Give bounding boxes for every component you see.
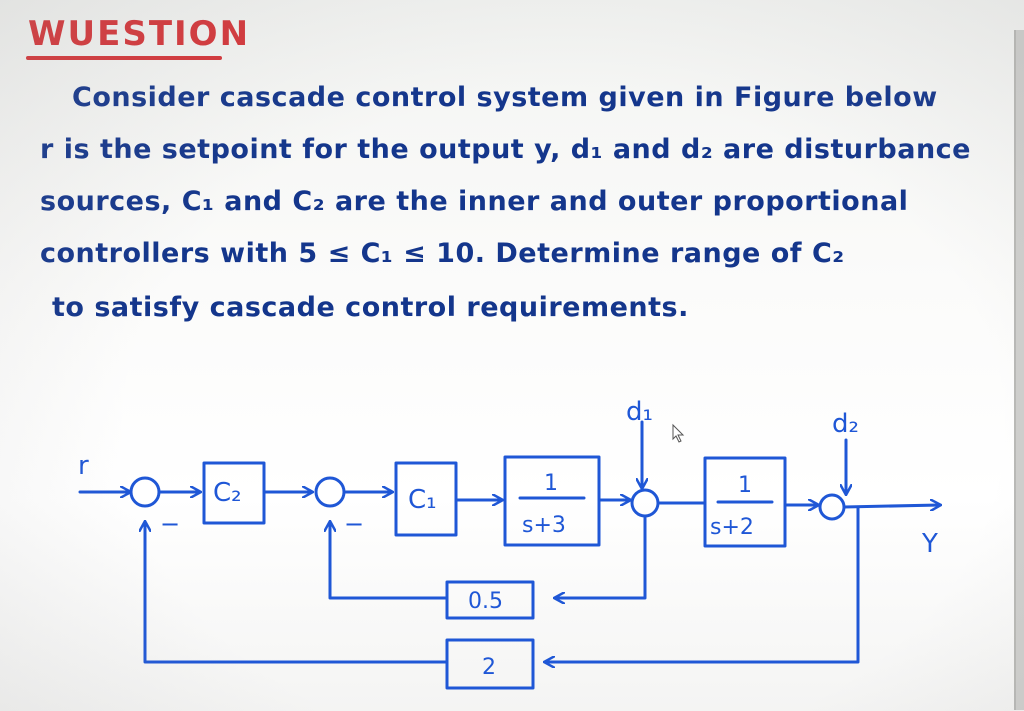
question-line-3: sources, C₁ and C₂ are the inner and out… xyxy=(40,186,909,217)
g1-denominator: s+3 xyxy=(522,513,566,538)
monitor-bezel xyxy=(1014,30,1024,710)
outer-summing-junction xyxy=(129,476,161,508)
outer-sum-sign: − xyxy=(160,510,180,538)
inner-feedback-path xyxy=(555,514,647,598)
g2-denominator: s+2 xyxy=(710,515,754,540)
outer-feedback-gain: 2 xyxy=(482,655,496,680)
inner-feedback-return xyxy=(330,522,449,600)
outer-feedback-path xyxy=(545,505,860,662)
input-label: r xyxy=(78,451,89,481)
g2-numerator: 1 xyxy=(738,473,752,498)
mouse-cursor-icon xyxy=(672,423,685,443)
inner-feedback-gain: 0.5 xyxy=(468,589,503,614)
inner-summing-junction xyxy=(314,476,346,508)
question-line-4: controllers with 5 ≤ C₁ ≤ 10. Determine … xyxy=(40,238,845,269)
question-line-1: Consider cascade control system given in… xyxy=(72,82,938,113)
inner-sum-sign: − xyxy=(344,510,364,538)
d2-label: d₂ xyxy=(832,409,859,439)
output-label: Y xyxy=(921,529,938,559)
c1-label: C₁ xyxy=(408,485,437,515)
g1-numerator: 1 xyxy=(544,471,558,496)
question-heading: WUESTION xyxy=(28,14,251,54)
c2-label: C₂ xyxy=(213,478,242,508)
g2-block xyxy=(703,456,787,548)
outer-feedback-block xyxy=(445,638,535,690)
disturbance1-junction xyxy=(630,488,660,518)
question-line-2: r is the setpoint for the output y, d₁ a… xyxy=(40,134,971,165)
inner-feedback-block xyxy=(445,580,535,620)
output-arrow xyxy=(842,505,940,507)
disturbance2-junction xyxy=(818,493,846,521)
d1-label: d₁ xyxy=(626,397,653,427)
question-line-5: to satisfy cascade control requirements. xyxy=(52,292,689,323)
heading-underline xyxy=(26,56,222,60)
outer-feedback-return xyxy=(145,522,449,664)
